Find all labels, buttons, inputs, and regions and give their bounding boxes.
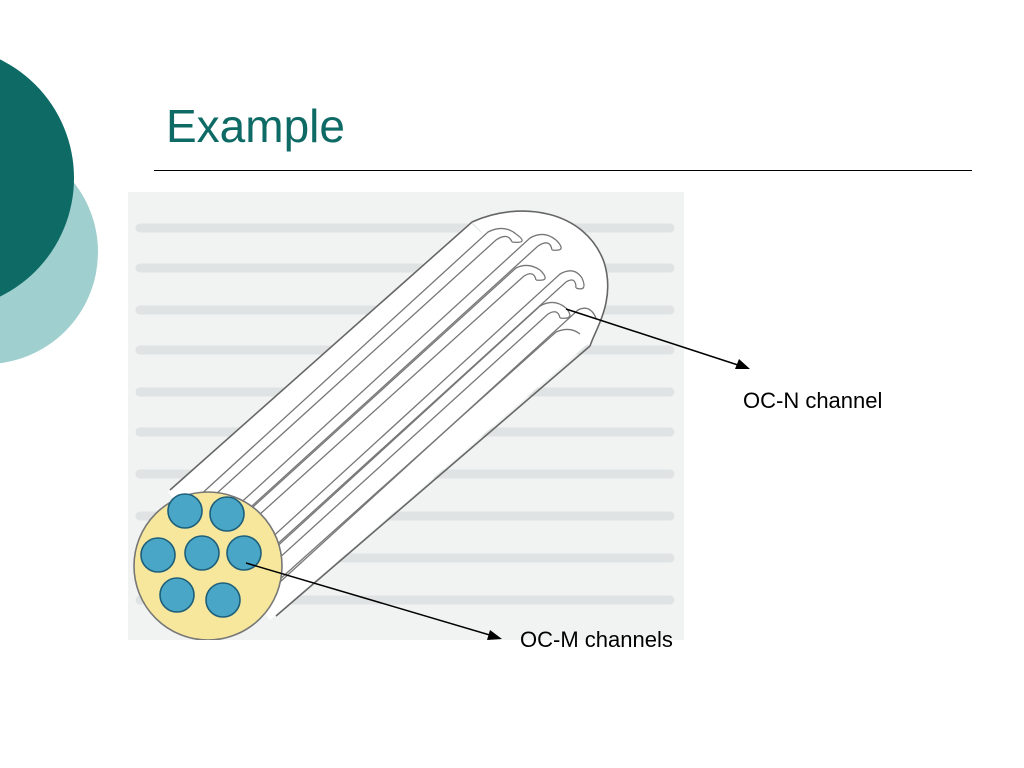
oc-n-channel-label: OC-N channel [743, 388, 883, 413]
fiber-core [167, 493, 203, 529]
slide-title: Example [166, 100, 345, 152]
oc-n-callout-arrow [565, 308, 742, 367]
decorative-circle-dark [0, 59, 74, 297]
oc-n-arrowhead [735, 359, 750, 369]
fiber-cores [140, 493, 262, 618]
fiber-core [140, 537, 176, 573]
fiber-core [205, 582, 241, 618]
oc-m-callout-arrow [245, 562, 494, 637]
fiber-end-caps [511, 233, 585, 319]
fiber-cable [133, 210, 609, 640]
title-underline [154, 170, 972, 171]
fiber-core [226, 535, 262, 571]
cable-sheath-top-edge [169, 221, 473, 491]
fiber-core [209, 496, 245, 532]
oc-m-channels-label: OC-M channels [520, 627, 673, 652]
cable-sheath-bottom-edge [275, 345, 591, 617]
oc-m-arrowhead [487, 630, 502, 640]
fiber-core [159, 577, 195, 613]
cable-sheath [168, 222, 592, 620]
inner-fibers [185, 227, 597, 607]
fiber-core [184, 535, 220, 571]
